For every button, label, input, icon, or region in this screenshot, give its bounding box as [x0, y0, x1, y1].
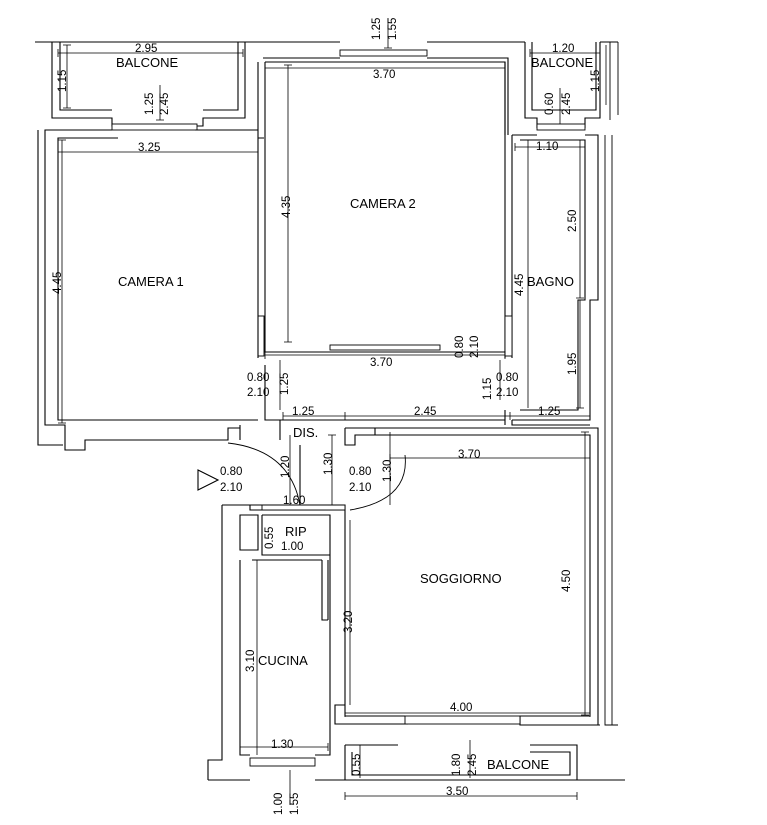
room-label-dis: DIS. [293, 425, 318, 440]
dim-label: 0.80 [496, 372, 518, 384]
dim-label: 2.45 [561, 93, 573, 115]
window-balcone-nw [111, 123, 198, 131]
window-camera2-top [339, 49, 428, 57]
window-balcone-ne [536, 123, 586, 131]
dim-label: 1.25 [371, 18, 383, 40]
dim-label: 1.10 [536, 141, 558, 153]
dim-label: 0.80 [454, 336, 466, 358]
door-bagno [504, 315, 513, 357]
dim-label: 1.55 [289, 793, 301, 815]
dim-label: 0.60 [544, 93, 556, 115]
dim-label: 2.10 [469, 336, 481, 358]
dim-label: 1.55 [387, 18, 399, 40]
dim-label: 1.80 [451, 754, 463, 776]
door-arc-entrance [227, 442, 301, 506]
bagno-walls [512, 134, 599, 421]
dim-label: 1.00 [281, 541, 303, 553]
dim-label: 3.20 [343, 611, 355, 633]
dim-label: 2.10 [496, 387, 518, 399]
camera1-left-outer [37, 130, 63, 446]
dim-label: 3.70 [373, 69, 395, 81]
dim-label: 2.10 [349, 482, 371, 494]
dimension-labels: 2.95 1.15 1.25 2.45 1.25 1.55 3.70 1.20 … [52, 18, 602, 815]
entrance-arrow-icon [197, 469, 220, 491]
dim-label: 3.70 [370, 357, 392, 369]
dim-label: 1.25 [292, 406, 314, 418]
dim-label: 2.50 [567, 210, 579, 232]
dimension-lines [57, 18, 607, 805]
room-label-balcone-ne: BALCONE [531, 55, 593, 70]
ne-side-lines [609, 42, 619, 120]
dim-label: 3.50 [446, 786, 468, 798]
dim-label: 2.10 [220, 482, 242, 494]
dim-label: 3.10 [245, 650, 257, 672]
room-label-balcone-nw: BALCONE [116, 55, 178, 70]
balcone-nw-walls [51, 42, 246, 127]
dim-label: 2.45 [159, 93, 171, 115]
dim-label: 1.20 [552, 43, 574, 55]
dim-label: 0.55 [351, 754, 363, 776]
dim-label: 1.00 [273, 793, 285, 815]
room-label-soggiorno: SOGGIORNO [420, 571, 502, 586]
soggiorno-walls [334, 427, 600, 726]
room-label-balcone-s: BALCONE [487, 757, 549, 772]
dim-label: 2.95 [135, 43, 157, 55]
dim-label: 0.55 [264, 527, 276, 549]
dim-label: 4.00 [450, 702, 472, 714]
dim-label: 4.35 [281, 196, 293, 218]
corridor-walls [239, 365, 590, 440]
dim-label: 4.45 [514, 274, 526, 296]
dim-label: 1.25 [279, 373, 291, 395]
balcone-s-walls [344, 744, 578, 781]
room-label-rip: RIP [285, 524, 307, 539]
dim-label: 1.30 [382, 460, 394, 482]
door-arc-soggiorno [349, 454, 406, 511]
window-soggiorno [404, 715, 521, 725]
room-label-cucina: CUCINA [258, 653, 308, 668]
dim-label: 0.80 [220, 466, 242, 478]
window-cucina [249, 757, 316, 767]
dim-label: 1.25 [144, 93, 156, 115]
dim-label: 0.80 [247, 372, 269, 384]
dim-label: 1.20 [280, 456, 292, 478]
dim-label: 1.95 [567, 353, 579, 375]
dim-label: 1.60 [283, 495, 305, 507]
room-label-bagno: BAGNO [527, 274, 574, 289]
dim-label: 0.80 [349, 466, 371, 478]
dim-label: 4.50 [561, 570, 573, 592]
right-boundary [604, 135, 618, 726]
dim-label: 1.30 [323, 453, 335, 475]
dim-label: 2.45 [414, 406, 436, 418]
dim-label: 3.70 [458, 449, 480, 461]
camera1-walls [44, 129, 264, 451]
dim-label: 1.15 [57, 70, 69, 92]
room-label-camera2: CAMERA 2 [350, 196, 416, 211]
dim-label: 4.45 [52, 272, 64, 294]
dim-label: 2.45 [467, 754, 479, 776]
door-camera1 [257, 315, 265, 357]
dim-label: 2.10 [247, 387, 269, 399]
dim-label: 1.15 [482, 378, 494, 400]
dim-label: 1.25 [538, 406, 560, 418]
dim-label: 1.30 [271, 739, 293, 751]
balcone-ne-walls [524, 42, 601, 128]
dim-label: 3.25 [138, 142, 160, 154]
room-label-camera1: CAMERA 1 [118, 274, 184, 289]
door-camera2 [329, 344, 441, 351]
dim-label: 1.15 [590, 70, 602, 92]
